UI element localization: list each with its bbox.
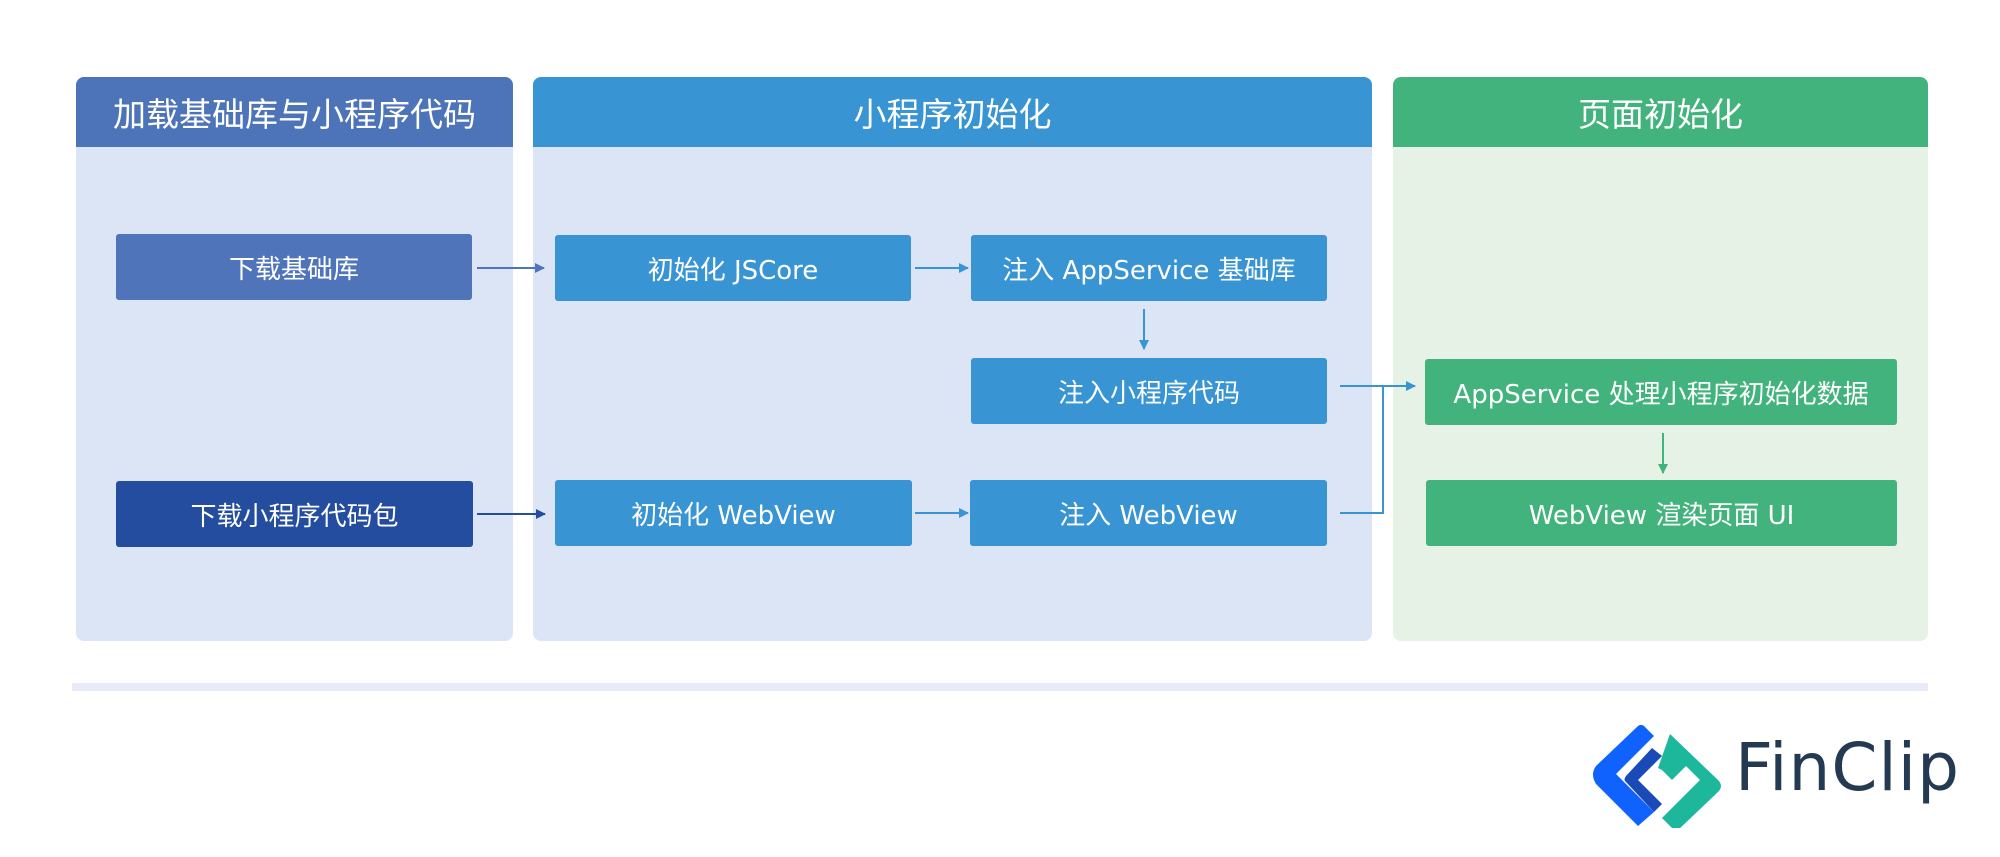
node-appservice-process: AppService 处理小程序初始化数据: [1425, 359, 1897, 425]
node-inject-webview: 注入 WebView: [970, 480, 1327, 546]
panel-load-libraries: 加载基础库与小程序代码: [76, 77, 513, 641]
panel-header-load: 加载基础库与小程序代码: [76, 77, 513, 147]
node-download-base-lib: 下载基础库: [116, 234, 472, 300]
finclip-logo: FinClip: [1592, 720, 1959, 832]
node-inject-appservice-lib: 注入 AppService 基础库: [971, 235, 1327, 301]
node-init-webview: 初始化 WebView: [555, 480, 912, 546]
divider: [72, 683, 1928, 691]
node-download-package: 下载小程序代码包: [116, 481, 473, 547]
node-inject-app-code: 注入小程序代码: [971, 358, 1327, 424]
node-init-jscore: 初始化 JSCore: [555, 235, 911, 301]
panel-header-app-init: 小程序初始化: [533, 77, 1372, 147]
finclip-logo-icon: [1593, 724, 1721, 832]
node-webview-render: WebView 渲染页面 UI: [1426, 480, 1897, 546]
logo-text: FinClip: [1735, 729, 1960, 806]
panel-header-page-init: 页面初始化: [1393, 77, 1928, 147]
